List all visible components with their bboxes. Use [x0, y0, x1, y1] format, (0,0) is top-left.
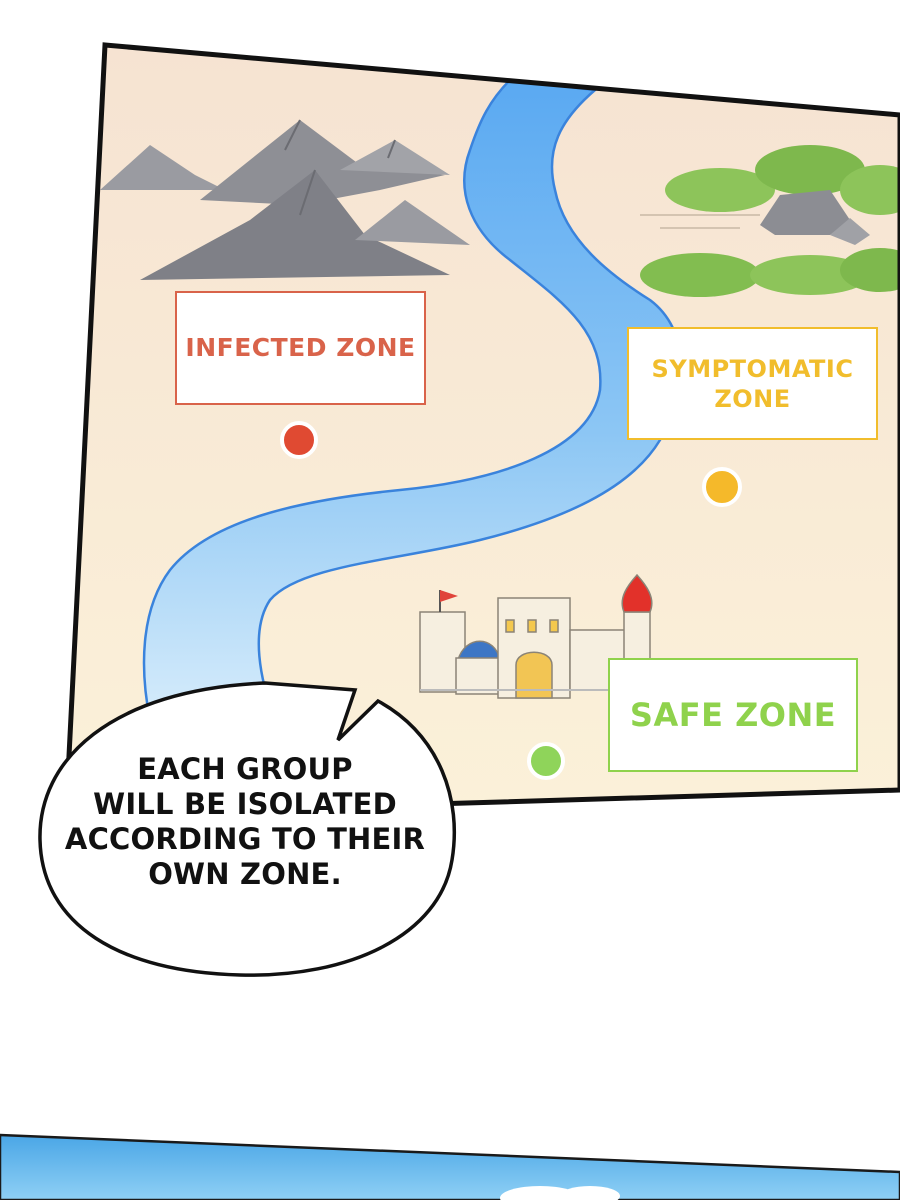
symptomatic-zone-marker	[702, 467, 742, 507]
sky-strip	[0, 1133, 900, 1200]
infected-zone-marker	[280, 421, 318, 459]
speech-bubble-text: EACH GROUP WILL BE ISOLATED ACCORDING TO…	[60, 752, 430, 892]
speech-line: WILL BE ISOLATED	[93, 787, 397, 821]
symptomatic-zone-line1: SYMPTOMATIC	[651, 354, 854, 383]
map-panel	[63, 42, 900, 818]
speech-line: OWN ZONE.	[148, 857, 342, 891]
safe-zone-label: SAFE ZONE	[608, 658, 858, 772]
symptomatic-zone-line2: ZONE	[714, 384, 791, 413]
speech-line: ACCORDING TO THEIR	[64, 822, 426, 856]
symptomatic-zone-label: SYMPTOMATIC ZONE	[627, 327, 878, 440]
safe-zone-marker	[527, 742, 565, 780]
speech-line: EACH GROUP	[137, 752, 353, 786]
mountains-illustration	[100, 119, 470, 280]
bushes-illustration	[640, 145, 900, 297]
speech-bubble	[38, 681, 457, 977]
map-border	[63, 42, 900, 818]
infected-zone-label: INFECTED ZONE	[175, 291, 426, 405]
